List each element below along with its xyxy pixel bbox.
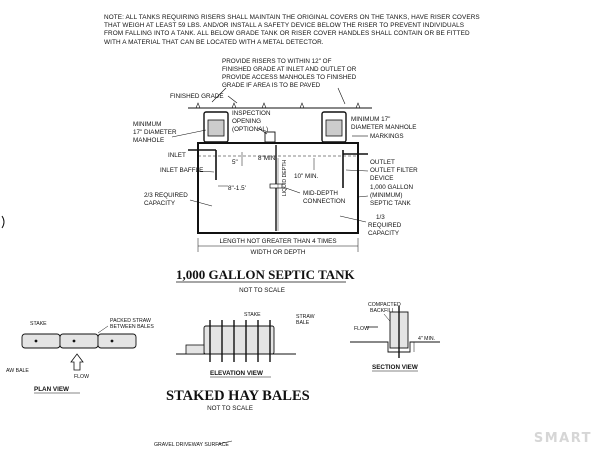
tank-riser-note: NOTE: ALL TANKS REQUIRING RISERS SHALL M…: [104, 14, 480, 46]
riser-note-line-1: PROVIDE RISERS TO WITHIN 12" OF: [222, 58, 332, 65]
two-thirds-leader: [189, 199, 213, 207]
watermark: SMART: [533, 431, 592, 446]
length-line-2: WIDTH OR DEPTH: [251, 249, 306, 256]
plan-view-drawing: STAKE PACKED STRAW BETWEEN BALES AW BALE…: [6, 318, 154, 394]
inlet-baffle-label: INLET BAFFLE: [160, 167, 203, 174]
length-line-1: LENGTH NOT GREATER THAN 4 TIMES: [219, 238, 336, 245]
outlet-filter-2: DEVICE: [370, 175, 393, 182]
driveway-label: GRAVEL DRIVEWAY SURFACE: [154, 442, 229, 448]
riser-leader: [211, 87, 346, 105]
finished-grade-label: FINISHED GRADE: [170, 93, 224, 100]
riser-note-line-4: GRADE IF AREA IS TO BE PAVED: [222, 82, 321, 89]
gallon-leader: [357, 195, 369, 198]
min-manhole-left-1: MINIMUM: [133, 121, 161, 128]
section-flow-label: FLOW: [354, 326, 369, 332]
plan-stake-1: [34, 339, 38, 343]
section-view-drawing: COMPACTED BACKFILL FLOW 4" MIN. SECTION …: [350, 302, 440, 372]
elev-straw-1: STRAW: [296, 314, 315, 320]
compacted-1: COMPACTED: [368, 302, 401, 308]
outlet-filter-leader: [345, 169, 369, 172]
outlet-riser-cover: [325, 119, 343, 137]
mid-depth-1: MID-DEPTH: [303, 190, 338, 197]
one-third-3: CAPACITY: [368, 230, 400, 237]
dim-5: 5": [232, 159, 238, 166]
min-manhole-left-2: 17" DIAMETER: [133, 129, 177, 136]
section-ground: [350, 341, 440, 353]
septic-title: 1,000 GALLON SEPTIC TANK: [176, 267, 356, 282]
elevation-view-drawing: STAKE STRAW BALE ELEVATION VIEW STAKED H…: [166, 312, 315, 412]
riser-note-line-2: FINISHED GRADE AT INLET AND OUTLET OR: [222, 66, 357, 73]
mid-depth-leader: [282, 186, 301, 194]
hay-scale: NOT TO SCALE: [207, 405, 253, 412]
inspection-line-3: (OPTIONAL): [232, 126, 268, 133]
manhole-left-leader: [171, 129, 207, 138]
mid-depth-opening: [269, 183, 283, 189]
outlet-label: OUTLET: [370, 159, 395, 166]
finished-grade-leader: [227, 95, 238, 104]
crop-mark: [1, 215, 5, 229]
plan-flow-arrow: [70, 353, 84, 371]
hay-title: STAKED HAY BALES: [166, 388, 310, 404]
dim-10-min: 10" MIN.: [294, 173, 319, 180]
min-manhole-right-1: MINIMUM 17": [351, 116, 390, 123]
min-manhole-left-3: MANHOLE: [133, 137, 164, 144]
dim-4-min: 4" MIN.: [418, 336, 435, 342]
dim-8-min: 8"MIN.: [258, 155, 277, 162]
mid-depth-2: CONNECTION: [303, 198, 346, 205]
packed-straw-1: PACKED STRAW: [110, 318, 151, 324]
inspection-line-2: OPENING: [232, 118, 261, 125]
one-third-2: REQUIRED: [368, 222, 402, 229]
plan-bale-3: [97, 333, 137, 349]
min-manhole-right-2: DIAMETER MANHOLE: [351, 124, 416, 131]
compacted-2: BACKFILL: [370, 308, 395, 314]
elev-bale-end: [185, 344, 205, 355]
gallon-3: SEPTIC TANK: [370, 200, 412, 207]
gallon-2: (MINIMUM): [370, 192, 403, 199]
liquid-depth-label: LIQUID DEPTH: [282, 160, 288, 197]
two-thirds-2: CAPACITY: [144, 200, 176, 207]
plan-view-label: PLAN VIEW: [34, 386, 69, 393]
packed-straw-2: BETWEEN BALES: [110, 324, 154, 330]
plan-bale-2: [59, 333, 99, 349]
grass-marks: [195, 102, 361, 109]
inlet-riser-cover: [207, 119, 225, 137]
gallon-1: 1,000 GALLON: [370, 184, 414, 191]
markings-label: MARKINGS: [370, 133, 404, 140]
packed-straw-leader: [97, 325, 109, 334]
plan-straw-bale-label: AW BALE: [6, 368, 29, 374]
plan-flow-label: FLOW: [74, 374, 89, 380]
inlet-label: INLET: [168, 152, 186, 159]
one-third-leader: [339, 215, 367, 223]
riser-note-line-3: PROVIDE ACCESS MANHOLES TO FINISHED: [222, 74, 357, 81]
plan-bale-1: [21, 333, 61, 349]
elev-straw-2: BALE: [296, 320, 310, 326]
septic-tank-drawing: PROVIDE RISERS TO WITHIN 12" OF FINISHED…: [133, 58, 418, 294]
inspection-leader: [257, 127, 268, 135]
elev-stake-label: STAKE: [244, 312, 261, 318]
plan-stake-3: [110, 339, 114, 343]
elev-bale: [203, 325, 275, 355]
plan-stake-2: [72, 339, 76, 343]
outlet-filter-1: OUTLET FILTER: [370, 167, 418, 174]
septic-scale: NOT TO SCALE: [239, 287, 285, 294]
plan-stake-label: STAKE: [30, 321, 47, 327]
elevation-view-label: ELEVATION VIEW: [210, 370, 263, 377]
driveway-leader: [217, 440, 233, 445]
two-thirds-1: 2/3 REQUIRED: [144, 192, 188, 199]
inlet-baffle-leader: [197, 170, 215, 173]
section-view-label: SECTION VIEW: [372, 364, 418, 371]
dim-8-1-5: 8"-1.5': [228, 185, 246, 192]
inspection-line-1: INSPECTION: [232, 110, 271, 117]
one-third-1: 1/3: [376, 214, 385, 221]
